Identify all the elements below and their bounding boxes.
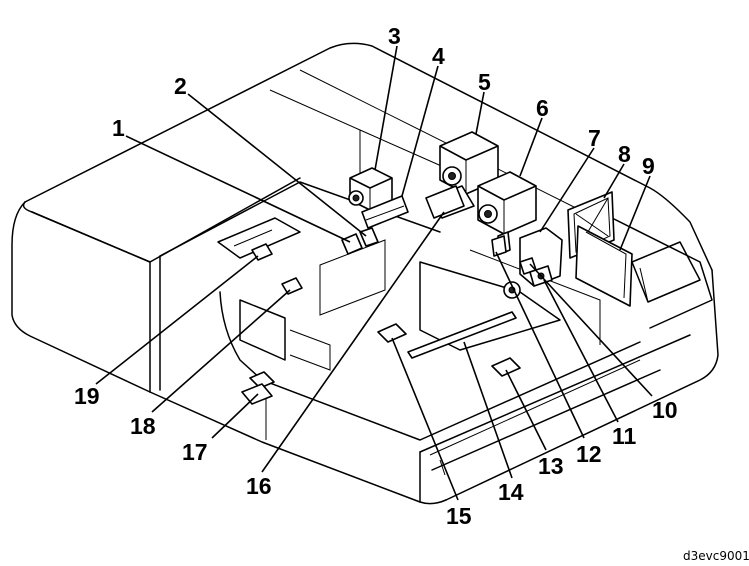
component-16-board	[425, 185, 465, 219]
component-1-2-connectors	[341, 227, 379, 255]
component-4-plate	[361, 195, 409, 229]
callout-7: 7	[588, 125, 601, 151]
leader-lines	[95, 45, 653, 501]
component-18-switch	[281, 277, 303, 295]
callout-1: 1	[112, 115, 125, 141]
figure-code: d3evc9001	[683, 549, 749, 563]
callout-18: 18	[130, 413, 156, 439]
component-15-switch	[377, 323, 407, 343]
callout-2: 2	[174, 73, 187, 99]
callout-8: 8	[618, 141, 631, 167]
callout-5: 5	[478, 69, 491, 95]
callout-17: 17	[182, 439, 208, 465]
component-9-filter	[575, 225, 633, 307]
component-3-motor	[348, 167, 393, 211]
callout-4: 4	[432, 43, 445, 69]
component-6-motor	[477, 171, 537, 235]
callout-6: 6	[536, 95, 549, 121]
callout-3: 3	[388, 23, 401, 49]
callout-14: 14	[498, 479, 524, 505]
callout-labels: 1 2 3 4 5 6 7 8 9 10 11 12 13 14 15 16 1…	[74, 23, 678, 529]
callout-12: 12	[576, 441, 602, 467]
callout-15: 15	[446, 503, 472, 529]
component-13-switch	[491, 357, 521, 377]
callout-9: 9	[642, 153, 655, 179]
callout-11: 11	[612, 423, 637, 449]
component-17-switch	[241, 371, 275, 440]
component-14-rail	[407, 311, 517, 359]
callout-10: 10	[652, 397, 678, 423]
callout-13: 13	[538, 453, 564, 479]
callout-19: 19	[74, 383, 100, 409]
callout-16: 16	[246, 473, 272, 499]
